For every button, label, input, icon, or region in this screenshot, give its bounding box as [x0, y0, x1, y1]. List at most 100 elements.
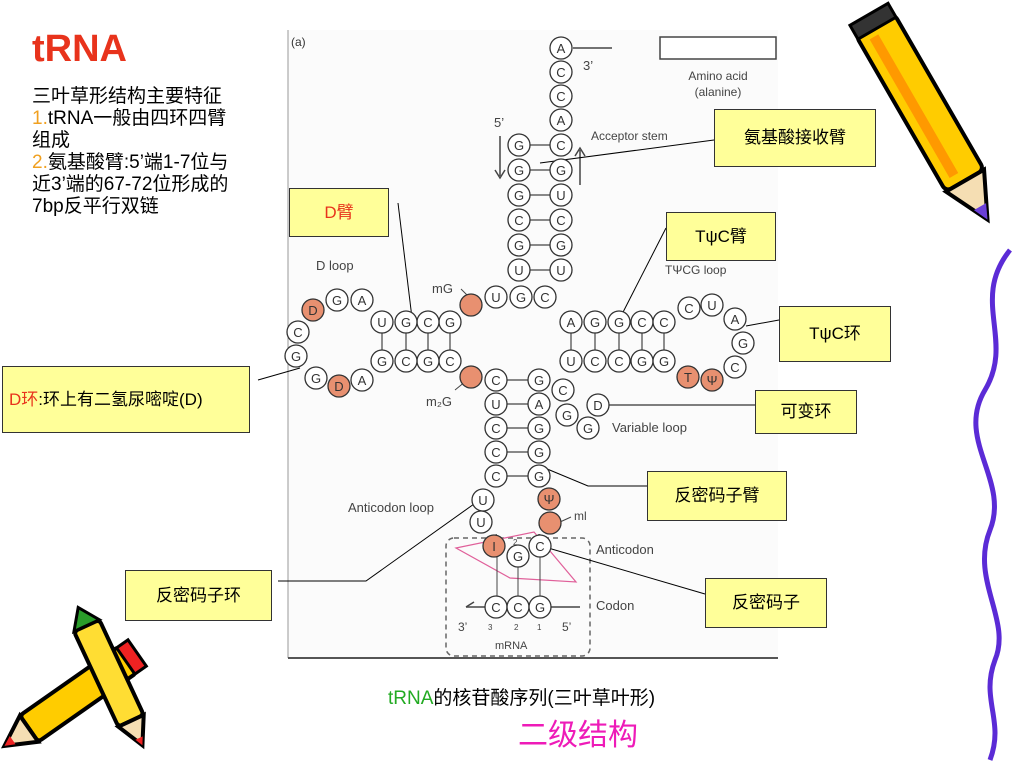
- nucleotide-letter: U: [476, 515, 485, 530]
- nucleotide-circle: [549, 183, 573, 207]
- nucleotide-letter: G: [534, 373, 544, 388]
- callout-acceptor-arm: 氨基酸接收臂: [714, 109, 876, 167]
- nucleotide-circle: [527, 416, 551, 440]
- leader-lines: [257, 139, 780, 595]
- nucleotide-circle: [551, 378, 575, 402]
- nucleotide-letter: C: [637, 315, 646, 330]
- point-1-text: tRNA一般由四环四臂组成: [32, 108, 227, 151]
- nucleotide-circle: [284, 344, 308, 368]
- nucleotide-letter: C: [614, 354, 623, 369]
- arrow-5-head: [494, 169, 506, 180]
- nucleotide-circle: [549, 258, 573, 282]
- nucleotide-circle: [555, 403, 579, 427]
- codon-num-3: 3: [488, 623, 493, 632]
- nucleotide-letter: A: [358, 373, 367, 388]
- panel-label: (a): [291, 35, 306, 49]
- nucleotide-letter: D: [308, 303, 317, 318]
- nucleotide-circle: [586, 393, 610, 417]
- nucleotide-letter: D: [334, 379, 343, 394]
- nucleotide-circle: [484, 440, 508, 464]
- nucleotide-letter: G: [514, 163, 524, 178]
- nucleotide-circle: [549, 158, 573, 182]
- nucleotide-circle: [482, 534, 506, 558]
- nucleotide-letter: G: [534, 421, 544, 436]
- nucleotide-letter: G: [514, 238, 524, 253]
- nucleotide-circle: [533, 285, 557, 309]
- nucleotide-letter: G: [401, 315, 411, 330]
- nucleotide-letter: A: [358, 293, 367, 308]
- nucleotide-letter: C: [514, 213, 523, 228]
- nucleotide-circle: [304, 366, 328, 390]
- nucleotide-letter: G: [513, 549, 523, 564]
- point-1-number: 1.: [32, 108, 48, 129]
- anticodon-num-2: 2: [513, 538, 518, 547]
- nucleotide-circle: [484, 464, 508, 488]
- nucleotide-circle: [527, 440, 551, 464]
- nucleotide-circle: [507, 258, 531, 282]
- nucleotide-letter: A: [557, 41, 566, 56]
- nucleotide-letter: C: [445, 354, 454, 369]
- leader-d-loop: [257, 367, 301, 381]
- nucleotide-letter: G: [291, 349, 301, 364]
- end-3-label: 3’: [583, 58, 593, 73]
- nucleotide-letter: C: [491, 421, 500, 436]
- amino-acid-box: [659, 36, 777, 60]
- mrna-3-label: 3’: [458, 620, 467, 634]
- nucleotide-circle: [509, 285, 533, 309]
- nucleotide-letter: G: [423, 354, 433, 369]
- leader-acceptor: [539, 139, 715, 164]
- nucleotide-circle: [484, 392, 508, 416]
- m2g-label: m₂G: [426, 394, 452, 409]
- nucleotide-letter: Ψ: [707, 373, 718, 388]
- d-loop-label: D loop: [316, 258, 354, 273]
- nucleotide-letter: U: [556, 188, 565, 203]
- nucleotide-letter: C: [556, 89, 565, 104]
- nucleotide-circle: [527, 392, 551, 416]
- caption-line-1: tRNA的核苷酸序列(三叶草叶形): [388, 683, 655, 710]
- nucleotide-letter: C: [558, 383, 567, 398]
- acceptor-stem-label: Acceptor stem: [591, 129, 668, 143]
- nucleotide-letter: C: [513, 600, 522, 615]
- amino-acid-label: Amino acid: [688, 69, 747, 83]
- codon-label: Codon: [596, 598, 634, 613]
- nucleotide-circle: [723, 355, 747, 379]
- nucleotide-letter: C: [590, 354, 599, 369]
- callout-tpsic-arm: TψC臂: [666, 212, 776, 261]
- nucleotide-letter: U: [491, 290, 500, 305]
- nucleotide-circle: [583, 349, 607, 373]
- nucleotide-letter: A: [731, 312, 740, 327]
- nucleotide-letter: C: [556, 65, 565, 80]
- callout-anticodon: 反密码子: [705, 578, 827, 628]
- nucleotide-circle: [469, 510, 493, 534]
- nucleotide-letter: G: [556, 238, 566, 253]
- nucleotide-letter: U: [707, 298, 716, 313]
- nucleotide-circle: [507, 233, 531, 257]
- callout-tpsic-loop: TψC环: [779, 306, 891, 362]
- nucleotide-letter: G: [514, 188, 524, 203]
- nucleotide-circle: [527, 368, 551, 392]
- nucleotide-letter: U: [566, 354, 575, 369]
- figure-background: [288, 30, 778, 658]
- nucleotide-letter: G: [614, 315, 624, 330]
- nucleotide-letter: G: [659, 354, 669, 369]
- nucleotide-letter: A: [567, 315, 576, 330]
- nucleotide-circle: [327, 374, 351, 398]
- nucleotide-circle: [549, 233, 573, 257]
- leader-d-arm: [397, 202, 413, 319]
- nucleotide-letter: C: [491, 469, 500, 484]
- anticodon-codon-box: [445, 537, 591, 657]
- callout-d-loop-text: :环上有二氢尿嘧啶(D): [38, 389, 203, 409]
- nucleotide-circle: [528, 595, 552, 619]
- nucleotide-circle: [286, 320, 310, 344]
- nucleotide-letter: I: [492, 539, 496, 554]
- nucleotide-circle: [507, 208, 531, 232]
- nucleotide-circle: [607, 349, 631, 373]
- arrow-3-head: [574, 146, 586, 157]
- nucleotide-circle: [559, 349, 583, 373]
- nucleotide-circle: [370, 349, 394, 373]
- callout-anticodon-arm: 反密码子臂: [647, 471, 787, 521]
- nucleotide-letter: G: [637, 354, 647, 369]
- codon-num-1: 1: [537, 623, 542, 632]
- nucleotide-letter: G: [590, 315, 600, 330]
